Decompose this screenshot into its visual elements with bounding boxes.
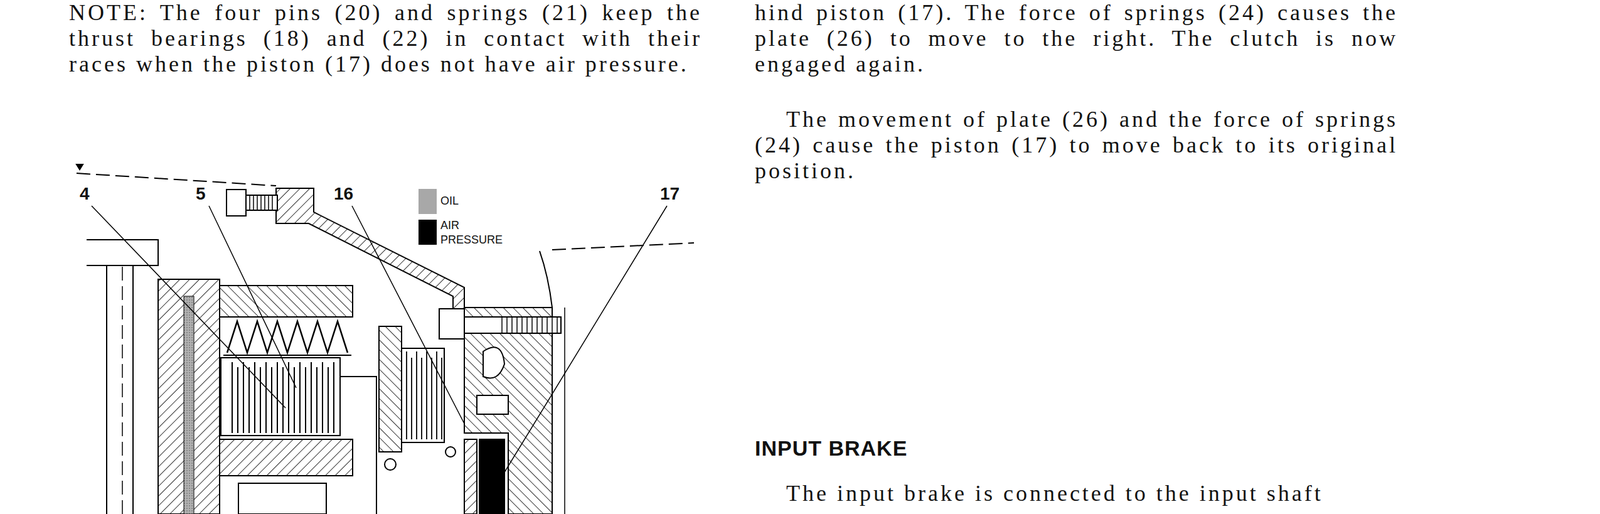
legend-label: AIR PRESSURE [440, 218, 511, 248]
callout-number: 4 [79, 184, 90, 204]
body-paragraph: The input brake is connected to the inpu… [754, 480, 1398, 507]
callout-number: 5 [195, 184, 206, 204]
note-paragraph: NOTE: The four pins (20) and springs (21… [69, 0, 703, 78]
callout-number: 16 [333, 184, 354, 204]
body-paragraph: The movement of plate (26) and the force… [754, 106, 1398, 184]
body-paragraph: hind piston (17). The force of springs (… [754, 0, 1398, 78]
legend-swatch [418, 219, 437, 245]
section-heading: INPUT BRAKE [754, 435, 908, 461]
callout-number: 17 [660, 184, 680, 204]
legend-swatch [418, 188, 437, 214]
legend-label: OIL [440, 193, 511, 209]
